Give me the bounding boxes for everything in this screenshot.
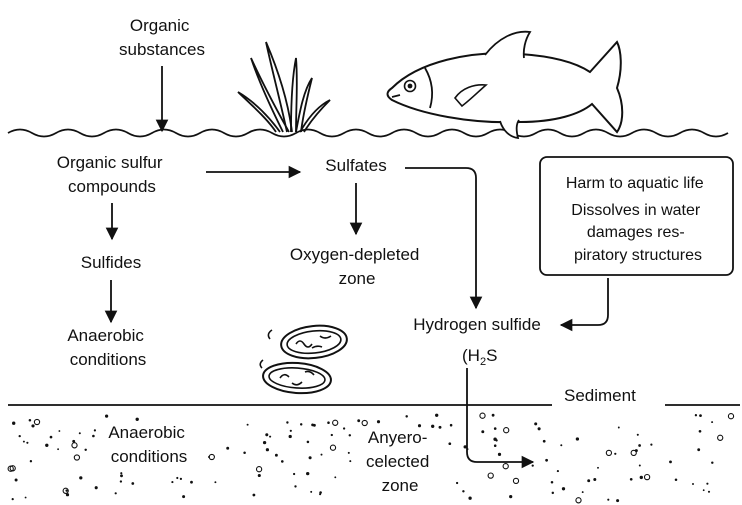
sulfates-label: Sulfates [325, 156, 386, 175]
anaerobic-conditions-lower-label: Anaerobic conditions [108, 423, 189, 466]
anaerobic-conditions-upper-label: Anaerobic conditions [67, 326, 148, 369]
arrow-sulfates-to-hydrogen-sulfide [405, 168, 476, 308]
oxygen-depleted-zone-label: Oxygen-depleted zone [290, 245, 424, 288]
anyero-selected-zone-label: Anyero- celected zone [366, 428, 434, 495]
seaweed-icon [238, 42, 330, 132]
sediment-label: Sediment [564, 386, 636, 405]
bacteria-icon [260, 323, 348, 396]
water-surface-line [8, 130, 728, 137]
sulfides-label: Sulfides [81, 253, 141, 272]
organic-substances-label: Organic substances [119, 16, 205, 59]
organic-sulfur-compounds-label: Organic sulfur compounds [57, 153, 168, 196]
fish-icon [388, 32, 623, 138]
hydrogen-sulfide-label: Hydrogen sulfide [413, 315, 541, 334]
arrow-hydrogen-sulfide-to-sediment [467, 368, 533, 462]
arrow-harm-to-hydrogen-sulfide [561, 278, 608, 325]
h2s-formula-label: (H2S [462, 346, 497, 368]
